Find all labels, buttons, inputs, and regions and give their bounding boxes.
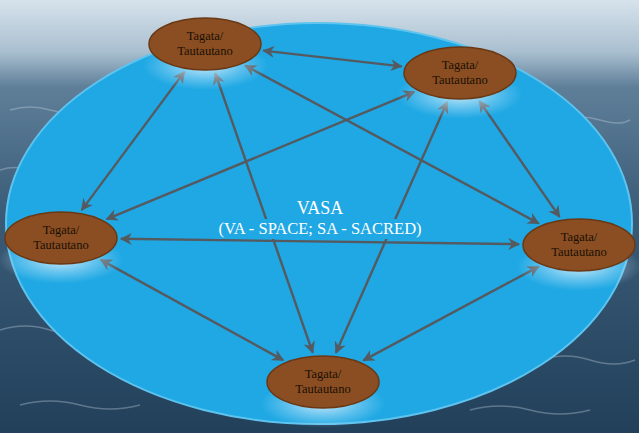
person-ellipse: Tagata/ Tautautano <box>266 355 380 409</box>
person-label: Tagata/ Tautautano <box>542 230 616 260</box>
person-label: Tagata/ Tautautano <box>24 223 98 253</box>
double-arrow <box>121 239 519 244</box>
person-ellipse: Tagata/ Tautautano <box>522 218 636 272</box>
person-label: Tagata/ Tautautano <box>168 29 242 59</box>
double-arrow <box>107 92 415 219</box>
double-arrow <box>363 267 538 361</box>
double-arrow <box>82 72 185 210</box>
double-arrow <box>101 260 283 360</box>
double-arrow <box>479 101 559 217</box>
double-arrow <box>263 51 401 67</box>
person-ellipse: Tagata/ Tautautano <box>4 211 118 265</box>
center-title: VASA <box>293 197 348 219</box>
person-ellipse: Tagata/ Tautautano <box>403 46 517 100</box>
center-label-group: VASA(VA - SPACE; SA - SACRED) <box>214 197 425 239</box>
person-ellipse: Tagata/ Tautautano <box>148 17 262 71</box>
person-label: Tagata/ Tautautano <box>423 58 497 88</box>
center-subtitle: (VA - SPACE; SA - SACRED) <box>214 219 425 239</box>
sacred-space-ellipse: VASA(VA - SPACE; SA - SACRED) Tagata/ Tau… <box>5 22 633 425</box>
person-label: Tagata/ Tautautano <box>286 367 360 397</box>
